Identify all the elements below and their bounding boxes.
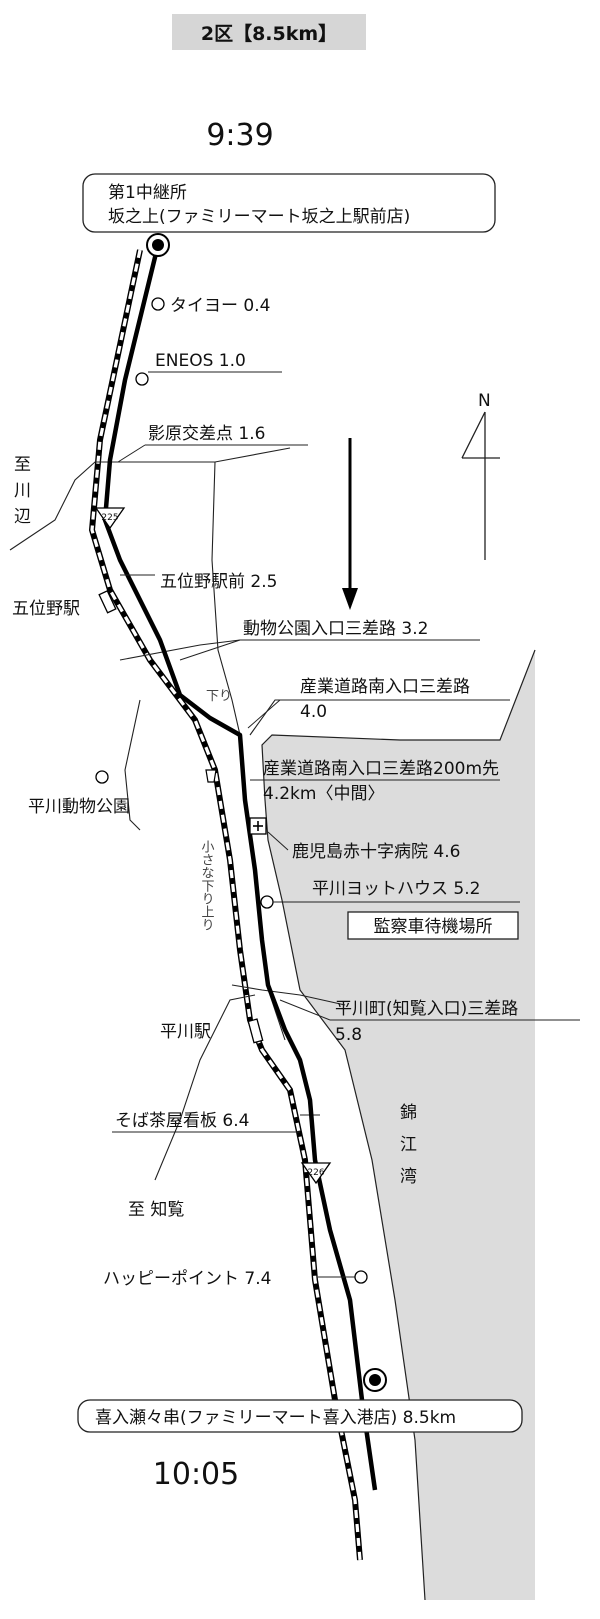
hirakawa-station-label: 平川駅 [160,1022,211,1042]
finish-relay-box [77,1399,523,1433]
hirakawa-zoo-label: 平川動物公園 [28,797,130,817]
waypoint-label: 4.2km〈中間〉 [263,784,384,804]
station-goino [98,589,117,614]
station-hirakawa [247,1018,264,1044]
leader-line [267,831,289,851]
zoo-marker [95,770,109,784]
waypoint-label: 4.0 [300,702,327,722]
title-box [172,14,366,50]
inspection-car-label: 監察車待機場所 [374,917,493,937]
waypoint-label: 5.8 [335,1025,362,1045]
waypoint-label: そば茶屋看板 6.4 [115,1111,249,1131]
north-arrow: N [461,391,500,560]
coastline [261,649,536,1601]
waypoint-label: タイヨー 0.4 [170,296,270,316]
start-relay-name: 第1中継所 [108,183,187,203]
hospital-icon [249,817,267,835]
waypoint-marker [151,297,165,311]
relay-route [102,244,378,1491]
kinko-bay-label: 錦 [400,1103,417,1123]
kinko-bay-label: 江 [400,1135,417,1155]
start-relay-place: 坂之上(ファミリーマート坂之上駅前店) [108,207,410,227]
route-shield-225: 225 [94,507,126,530]
sea-area [262,650,535,1600]
waypoint-label: ハッピーポイント 7.4 [103,1269,271,1289]
goino-station-label: 五位野駅 [12,599,80,619]
to-chiran-label: 至 知覧 [128,1200,184,1220]
leader-line [179,639,241,661]
finish-marker [363,1368,387,1392]
railway-line [88,249,363,1561]
waypoint-label: 平川ヨットハウス 5.2 [312,879,480,899]
route-number: 226 [307,1168,324,1178]
waypoint-marker [260,895,274,909]
direction-arrow [342,438,358,610]
waypoint-label: 平川町(知覧入口)三差路 [335,999,518,1019]
waypoint-label: 動物公園入口三差路 3.2 [243,619,428,639]
waypoint-label: 鹿児島赤十字病院 4.6 [292,842,460,862]
to-kawanabe-label: 辺 [14,507,31,527]
waypoint-marker [135,372,149,386]
start-time: 9:39 [206,118,273,153]
waypoint-label: ENEOS 1.0 [155,351,246,371]
waypoint-label: 産業道路南入口三差路 [300,677,470,697]
kinko-bay-label: 湾 [400,1167,417,1187]
start-marker [146,233,170,257]
inspection-car-box [347,911,519,940]
waypoint-label: 産業道路南入口三差路200m先 [263,759,499,779]
to-kawanabe-label: 川 [14,481,31,501]
route-shield-226: 226 [300,1162,332,1185]
course-title: 2区【8.5km】 [201,22,337,45]
small-updown-label: 小さな下り上り [199,840,215,931]
waypoint-label: 影原交差点 1.6 [148,424,265,444]
to-kawanabe-label: 至 [14,455,31,475]
start-relay-box [82,173,496,233]
north-label: N [478,391,491,411]
route-number: 225 [101,513,118,523]
leader-line [247,699,281,729]
finish-time: 10:05 [153,1457,239,1492]
leader-line [279,999,331,1021]
halfway-marker [205,769,217,783]
waypoint-marker [354,1270,368,1284]
leader-line [117,444,146,463]
waypoint-label: 五位野駅前 2.5 [160,572,277,592]
finish-relay-label: 喜入瀬々串(ファミリーマート喜入港店) 8.5km [95,1408,456,1428]
downhill-label: 下り [206,689,232,704]
